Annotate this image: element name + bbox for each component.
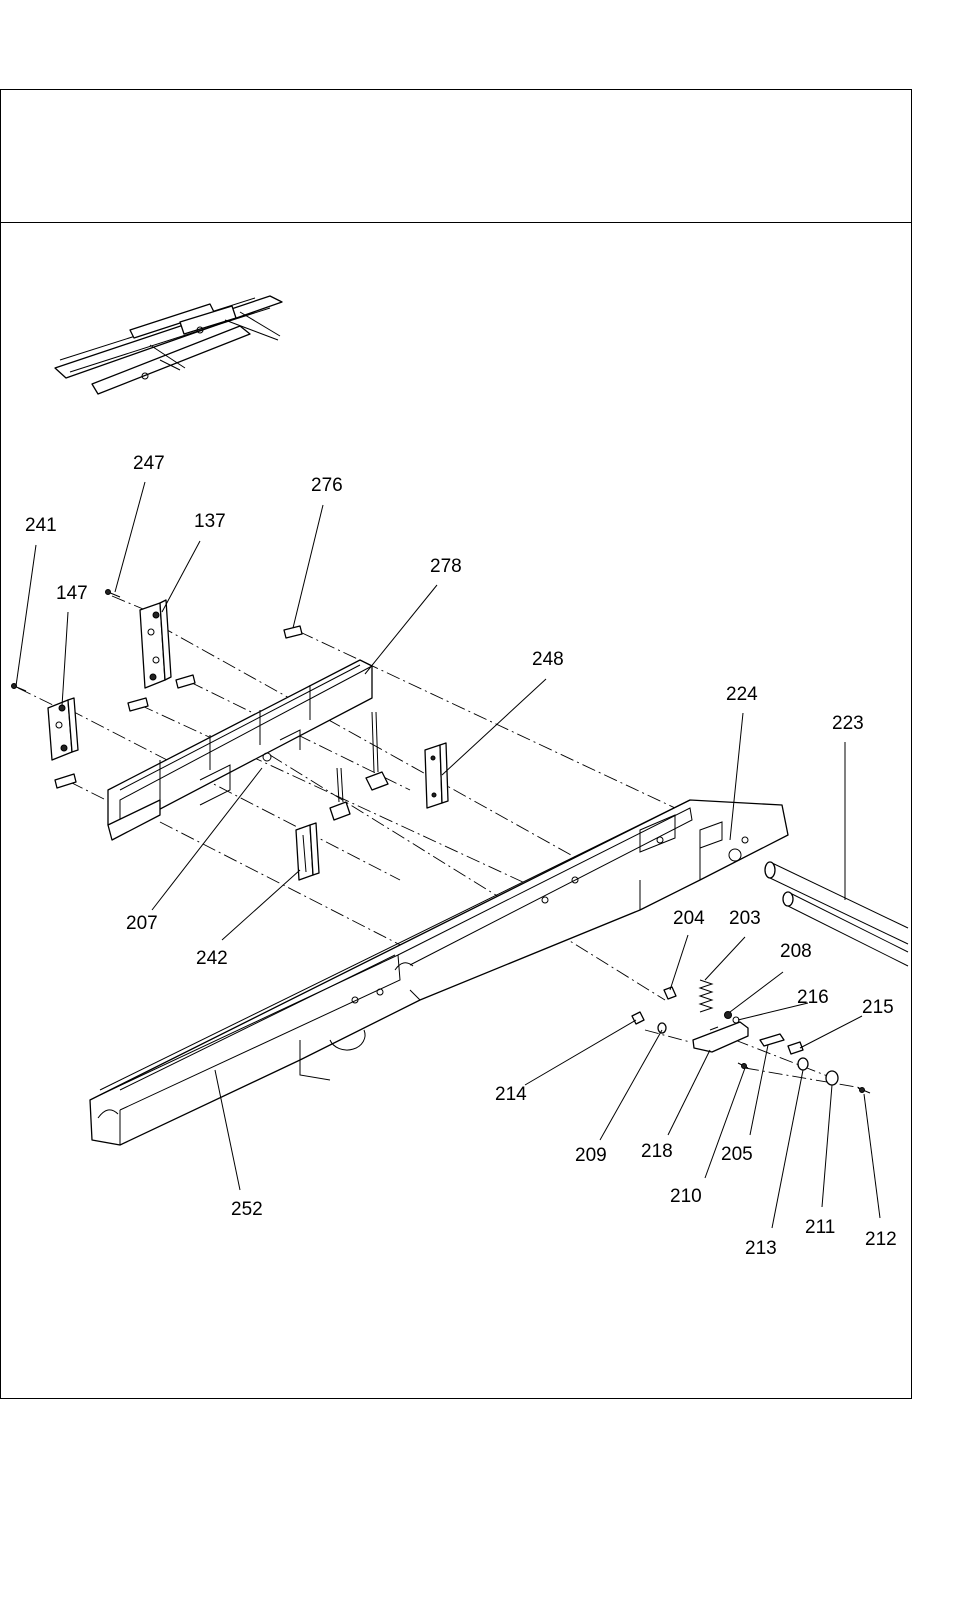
part-242-bracket: [296, 823, 319, 880]
callout-218: 218: [641, 1141, 673, 1162]
callout-203: 203: [729, 908, 761, 929]
callout-213: 213: [745, 1238, 777, 1259]
callout-276: 276: [311, 475, 343, 496]
callout-137: 137: [194, 511, 226, 532]
callout-204: 204: [673, 908, 705, 929]
callout-224: 224: [726, 684, 758, 705]
main-rail: [90, 800, 788, 1145]
callout-210: 210: [670, 1186, 702, 1207]
part-147-plate: [48, 698, 78, 760]
callout-216: 216: [797, 987, 829, 1008]
callout-247: 247: [133, 453, 165, 474]
callout-214: 214: [495, 1084, 527, 1105]
callout-215: 215: [862, 997, 894, 1018]
locator-thumbnail: [55, 296, 282, 394]
callout-278: 278: [430, 556, 462, 577]
part-137-plate: [140, 600, 171, 688]
callout-208: 208: [780, 941, 812, 962]
callout-labels: 247 276 241 137 278 147 248 224 223 207 …: [25, 453, 897, 1259]
callout-242: 242: [196, 948, 228, 969]
part-248-bracket: [425, 743, 448, 808]
callout-205: 205: [721, 1144, 753, 1165]
callout-211: 211: [805, 1217, 835, 1238]
callout-212: 212: [865, 1229, 897, 1250]
callout-209: 209: [575, 1145, 607, 1166]
callout-241: 241: [25, 515, 57, 536]
callout-248: 248: [532, 649, 564, 670]
callout-207: 207: [126, 913, 158, 934]
callout-147: 147: [56, 583, 88, 604]
callout-252: 252: [231, 1199, 263, 1220]
callout-223: 223: [832, 713, 864, 734]
